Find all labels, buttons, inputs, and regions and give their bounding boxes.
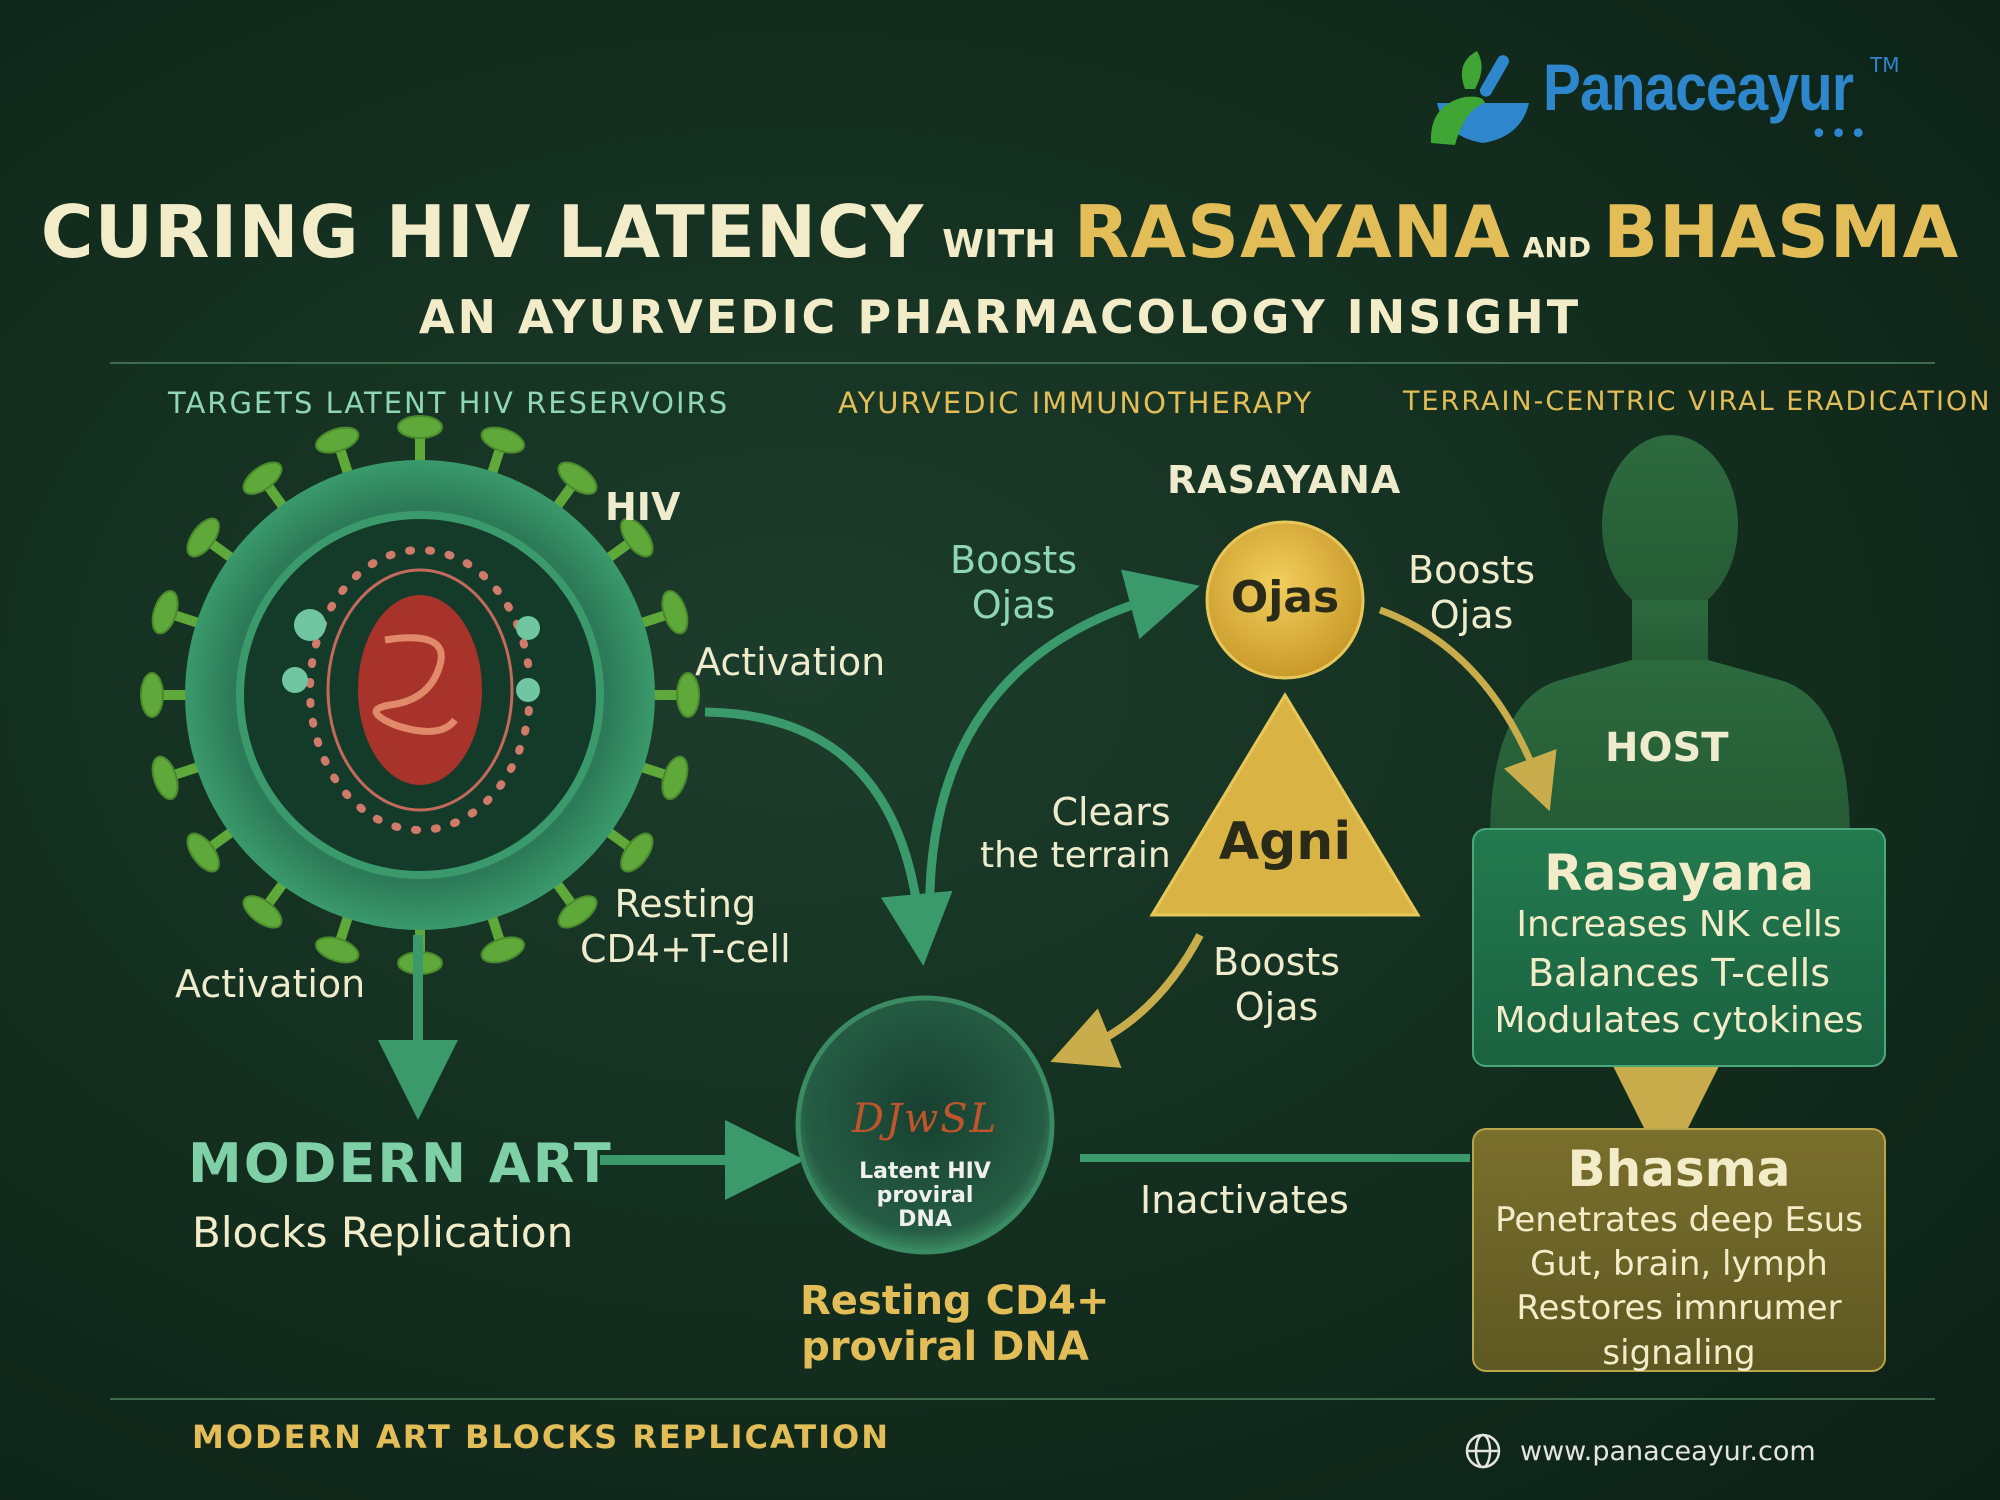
cell-text-line2: proviral [876,1183,974,1209]
tag-terrain-eradication: TERRAIN-CENTRIC VIRAL ERADICATION [1403,386,1992,417]
rasayana-item-3: Modulates cytokines [1494,1000,1864,1042]
page-title: CURING HIV LATENCY WITH RASAYANA AND BHASMA [0,190,2000,274]
bhasma-item-1: Penetrates deep Esus [1495,1200,1863,1240]
rasayana-item-2: Balances T-cells [1527,950,1831,995]
virus-spike-cap [151,755,179,801]
virus-spike-cap [661,755,689,801]
arrow-boosts-ojas-right [1378,606,1557,812]
virus-spike-cap [140,672,164,718]
bhasma-box: Bhasma Penetrates deep Esus Gut, brain, … [1472,1128,1886,1373]
cell-text: Latent HIV proviral DNA [798,1159,1052,1233]
title-part2: RASAYANA [1073,190,1511,274]
virus-spike-cap [186,517,220,558]
virus-spike-cap [557,895,598,929]
activation-down-label: Activation [175,962,366,1006]
boosts-ojas-lower-line2: Ojas [1234,984,1319,1029]
rasayana-box: Rasayana Increases NK cells Balances T-c… [1472,828,1886,1067]
title-part3: BHASMA [1603,190,1960,274]
website-link[interactable]: www.panaceayur.com [1520,1436,1816,1467]
resting-cd4-line1: Resting [614,882,757,926]
virus-spike-cap [151,589,179,635]
bhasma-item-4: signaling [1602,1332,1756,1373]
tag-latent-reservoirs: TARGETS LATENT HIV RESERVOIRS [168,386,730,420]
tag-immunotherapy: AYURVEDIC IMMUNOTHERAPY [838,386,1314,420]
rasayana-label: RASAYANA [1167,458,1402,502]
brand-name: Panaceayur [1543,50,1854,124]
cell-scrawl: DJwSL [851,1096,999,1142]
boosts-ojas-left-line2: Ojas [971,582,1056,627]
boosts-ojas-left-label: Boosts Ojas [950,538,1077,628]
mortar-leaf-logo-icon [1430,51,1529,145]
clears-terrain-label: Clears the terrain [980,790,1171,877]
arrow-boosts-ojas-lower [1050,933,1204,1068]
brand-logo: Panaceayur TM ••• [1425,45,1905,155]
boosts-ojas-right-label: Boosts Ojas [1408,548,1535,638]
clears-line2: the terrain [980,834,1171,876]
cell-text-line1: Latent HIV [859,1159,991,1184]
ojas-node [1205,520,1365,680]
virus-spike-cap [314,936,360,964]
boosts-ojas-right-line1: Boosts [1408,548,1536,592]
virus-spike-cap [480,936,526,964]
virus-spike-cap [480,426,526,454]
brand-dots: ••• [1810,117,1870,152]
inactivates-label: Inactivates [1140,1178,1349,1222]
title-with: WITH [942,222,1056,266]
boosts-ojas-right-line2: Ojas [1429,592,1514,637]
virus-spike-cap [242,895,283,929]
rasayana-box-title: Rasayana [1544,844,1814,902]
virus-spike-cap [314,426,360,454]
agni-node-label: Agni [1218,812,1352,872]
bhasma-item-3: Restores imnrumer [1516,1288,1842,1329]
resting-dna-line2: proviral DNA [801,1324,1089,1370]
footer-left: MODERN ART BLOCKS REPLICATION [192,1418,891,1456]
resting-cd4-label: Resting CD4+T-cell [580,882,791,972]
virus-spike-cap [661,589,689,635]
arrow-activation-to-cell [704,707,953,966]
boosts-ojas-lower-label: Boosts Ojas [1213,940,1340,1030]
globe-icon [1465,1433,1501,1469]
virus-spike-cap [620,517,654,558]
modern-art-sub: Blocks Replication [192,1208,574,1257]
resting-dna-line1: Resting CD4+ [800,1278,1110,1324]
hiv-virus-icon [140,415,700,975]
bhasma-box-title: Bhasma [1567,1140,1791,1198]
ojas-node-label: Ojas [1230,572,1340,623]
virus-spike-cap [186,832,220,873]
virus-spike-cap [557,461,598,495]
boosts-ojas-left-line1: Boosts [950,538,1078,582]
brand-trademark: TM [1870,53,1900,77]
clears-line1: Clears [1051,790,1171,834]
latent-cell [795,995,1055,1255]
hiv-label: HIV [605,485,681,529]
modern-art-title: MODERN ART [188,1132,613,1195]
boosts-ojas-lower-line1: Boosts [1213,940,1341,984]
virus-spike-cap [620,832,654,873]
bhasma-item-2: Gut, brain, lymph [1530,1244,1828,1285]
resting-cd4-line2: CD4+T-cell [580,926,791,971]
agni-node [1149,692,1421,917]
virus-spike-cap [397,415,443,439]
title-part1: CURING HIV LATENCY [40,190,925,274]
rasayana-item-1: Increases NK cells [1516,904,1842,945]
virus-spike-cap [242,461,283,495]
activation-right-label: Activation [695,640,886,684]
cell-text-line3: DNA [898,1207,952,1233]
page-subtitle: AN AYURVEDIC PHARMACOLOGY INSIGHT [418,290,1582,344]
host-label: HOST [1605,725,1729,771]
virus-spike-cap [676,672,700,718]
arrow-boosts-ojas-left [925,569,1200,931]
person-silhouette-icon [1490,435,1850,840]
resting-dna-label: Resting CD4+ proviral DNA [800,1278,1110,1370]
title-and: AND [1522,231,1592,264]
header-divider [110,362,1935,364]
